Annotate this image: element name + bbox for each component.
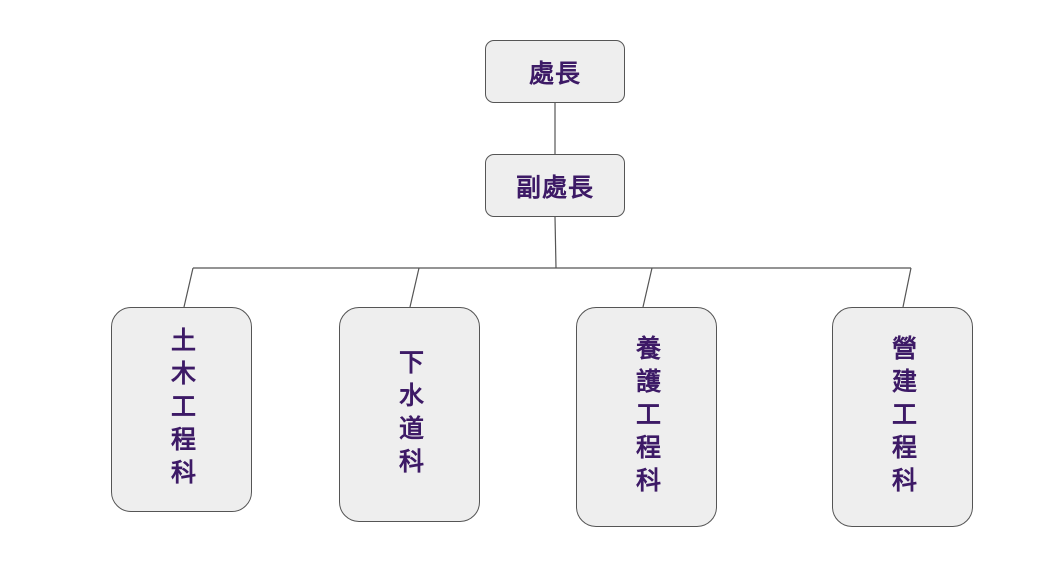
director-node: 處長 <box>485 40 625 103</box>
connector-deputy-bus <box>554 216 557 269</box>
department-node-sewer: 下水道科 <box>339 307 480 522</box>
department-label: 養護工程科 <box>632 334 662 500</box>
connector-dept-1 <box>183 267 194 308</box>
deputy-director-node: 副處長 <box>485 154 625 217</box>
department-node-civil-engineering: 土木工程科 <box>111 307 252 512</box>
connector-dept-4 <box>902 267 912 308</box>
department-label: 下水道科 <box>395 348 425 481</box>
deputy-director-label: 副處長 <box>515 172 594 202</box>
department-node-maintenance-engineering: 養護工程科 <box>576 307 717 527</box>
director-label: 處長 <box>528 58 581 88</box>
connector-dept-2 <box>409 267 420 308</box>
department-label: 土木工程科 <box>167 327 197 492</box>
department-node-construction-engineering: 營建工程科 <box>832 307 973 527</box>
department-label: 營建工程科 <box>888 334 918 500</box>
connector-dept-3 <box>642 267 653 308</box>
